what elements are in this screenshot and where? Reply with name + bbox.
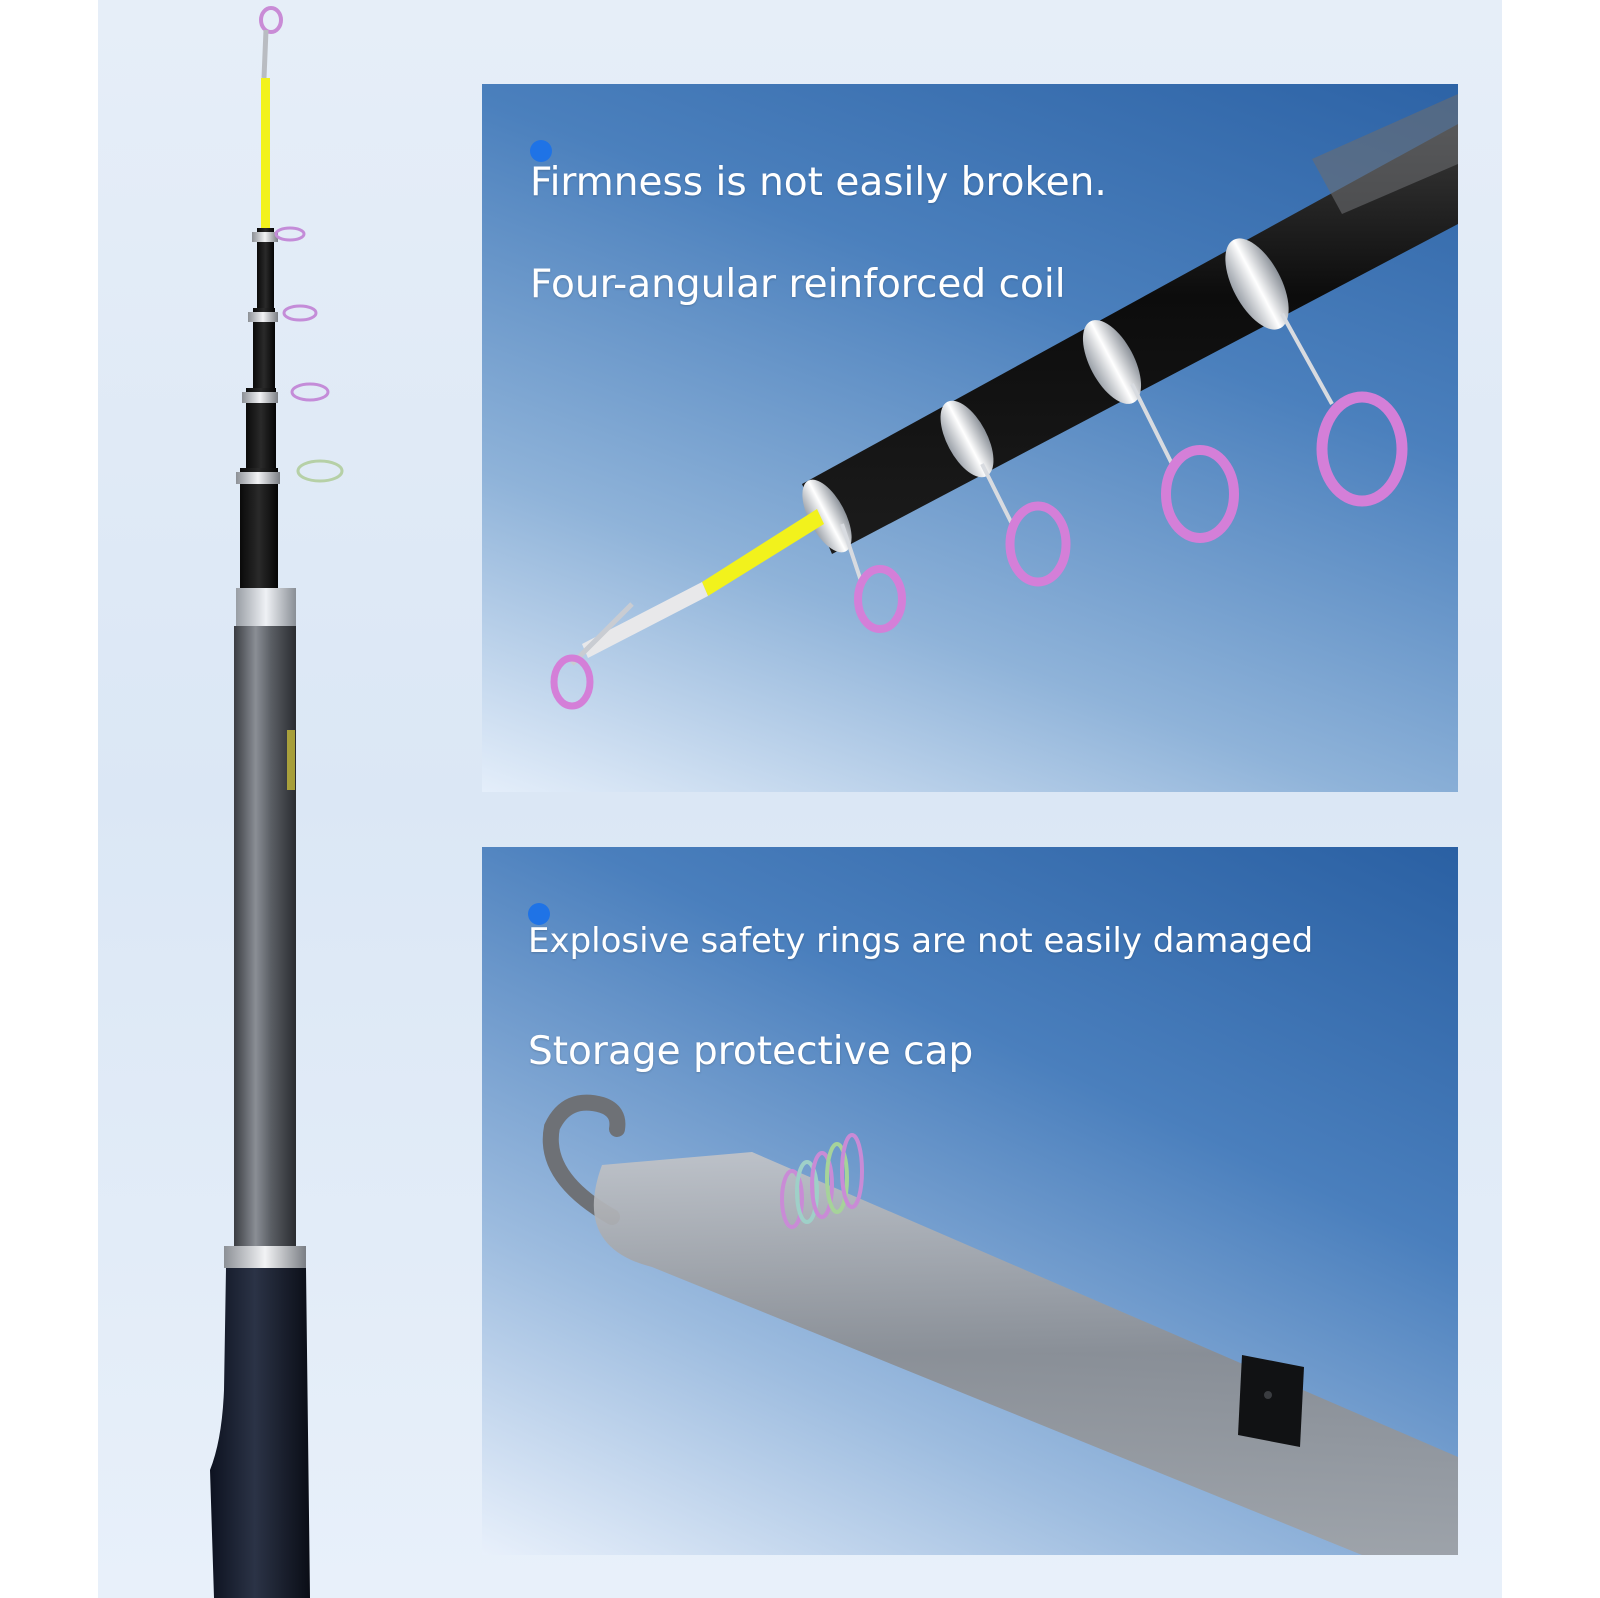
feature-bullet-dot	[530, 140, 552, 162]
rod-guides	[236, 226, 344, 484]
detail-panel-cap: Explosive safety rings are not easily da…	[482, 847, 1458, 1555]
tip-top-guide	[550, 602, 634, 710]
rod-tip-guide	[259, 6, 283, 34]
feature-subtitle-coil: Four-angular reinforced coil	[530, 262, 1066, 307]
cap-clip	[1238, 1355, 1304, 1447]
detail-panel-guides: Firmness is not easily broken. Four-angu…	[482, 84, 1458, 792]
feature-label-safety-rings: Explosive safety rings are not easily da…	[528, 921, 1314, 961]
rod-handle	[210, 1268, 310, 1598]
cap-hook	[542, 1094, 626, 1225]
ring-guides	[840, 313, 1408, 633]
feature-subtitle-cap: Storage protective cap	[528, 1029, 974, 1074]
feature-label-firmness: Firmness is not easily broken.	[530, 160, 1107, 205]
feature-bullet-dot	[528, 903, 550, 925]
folded-guides	[780, 1133, 864, 1229]
telescopic-sections-closeup	[550, 94, 1458, 710]
rod-yellow-tip	[261, 78, 270, 228]
protective-cap-closeup	[542, 1094, 1458, 1555]
